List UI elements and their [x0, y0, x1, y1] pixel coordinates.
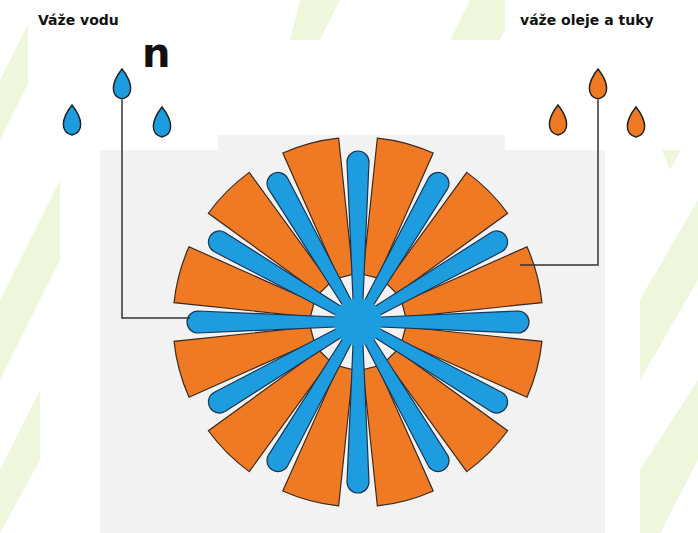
label-panel [505, 0, 698, 150]
water-drops [63, 69, 170, 137]
leader-line [122, 100, 190, 318]
water-label: Váže vodu [38, 12, 119, 28]
backdrop [100, 135, 605, 533]
title-fragment: n [142, 30, 170, 76]
label-panel [28, 0, 218, 150]
micelle [172, 136, 544, 508]
oil-drops [549, 69, 644, 137]
leader-line [520, 100, 598, 265]
oil-label: váže oleje a tuky [520, 12, 654, 28]
